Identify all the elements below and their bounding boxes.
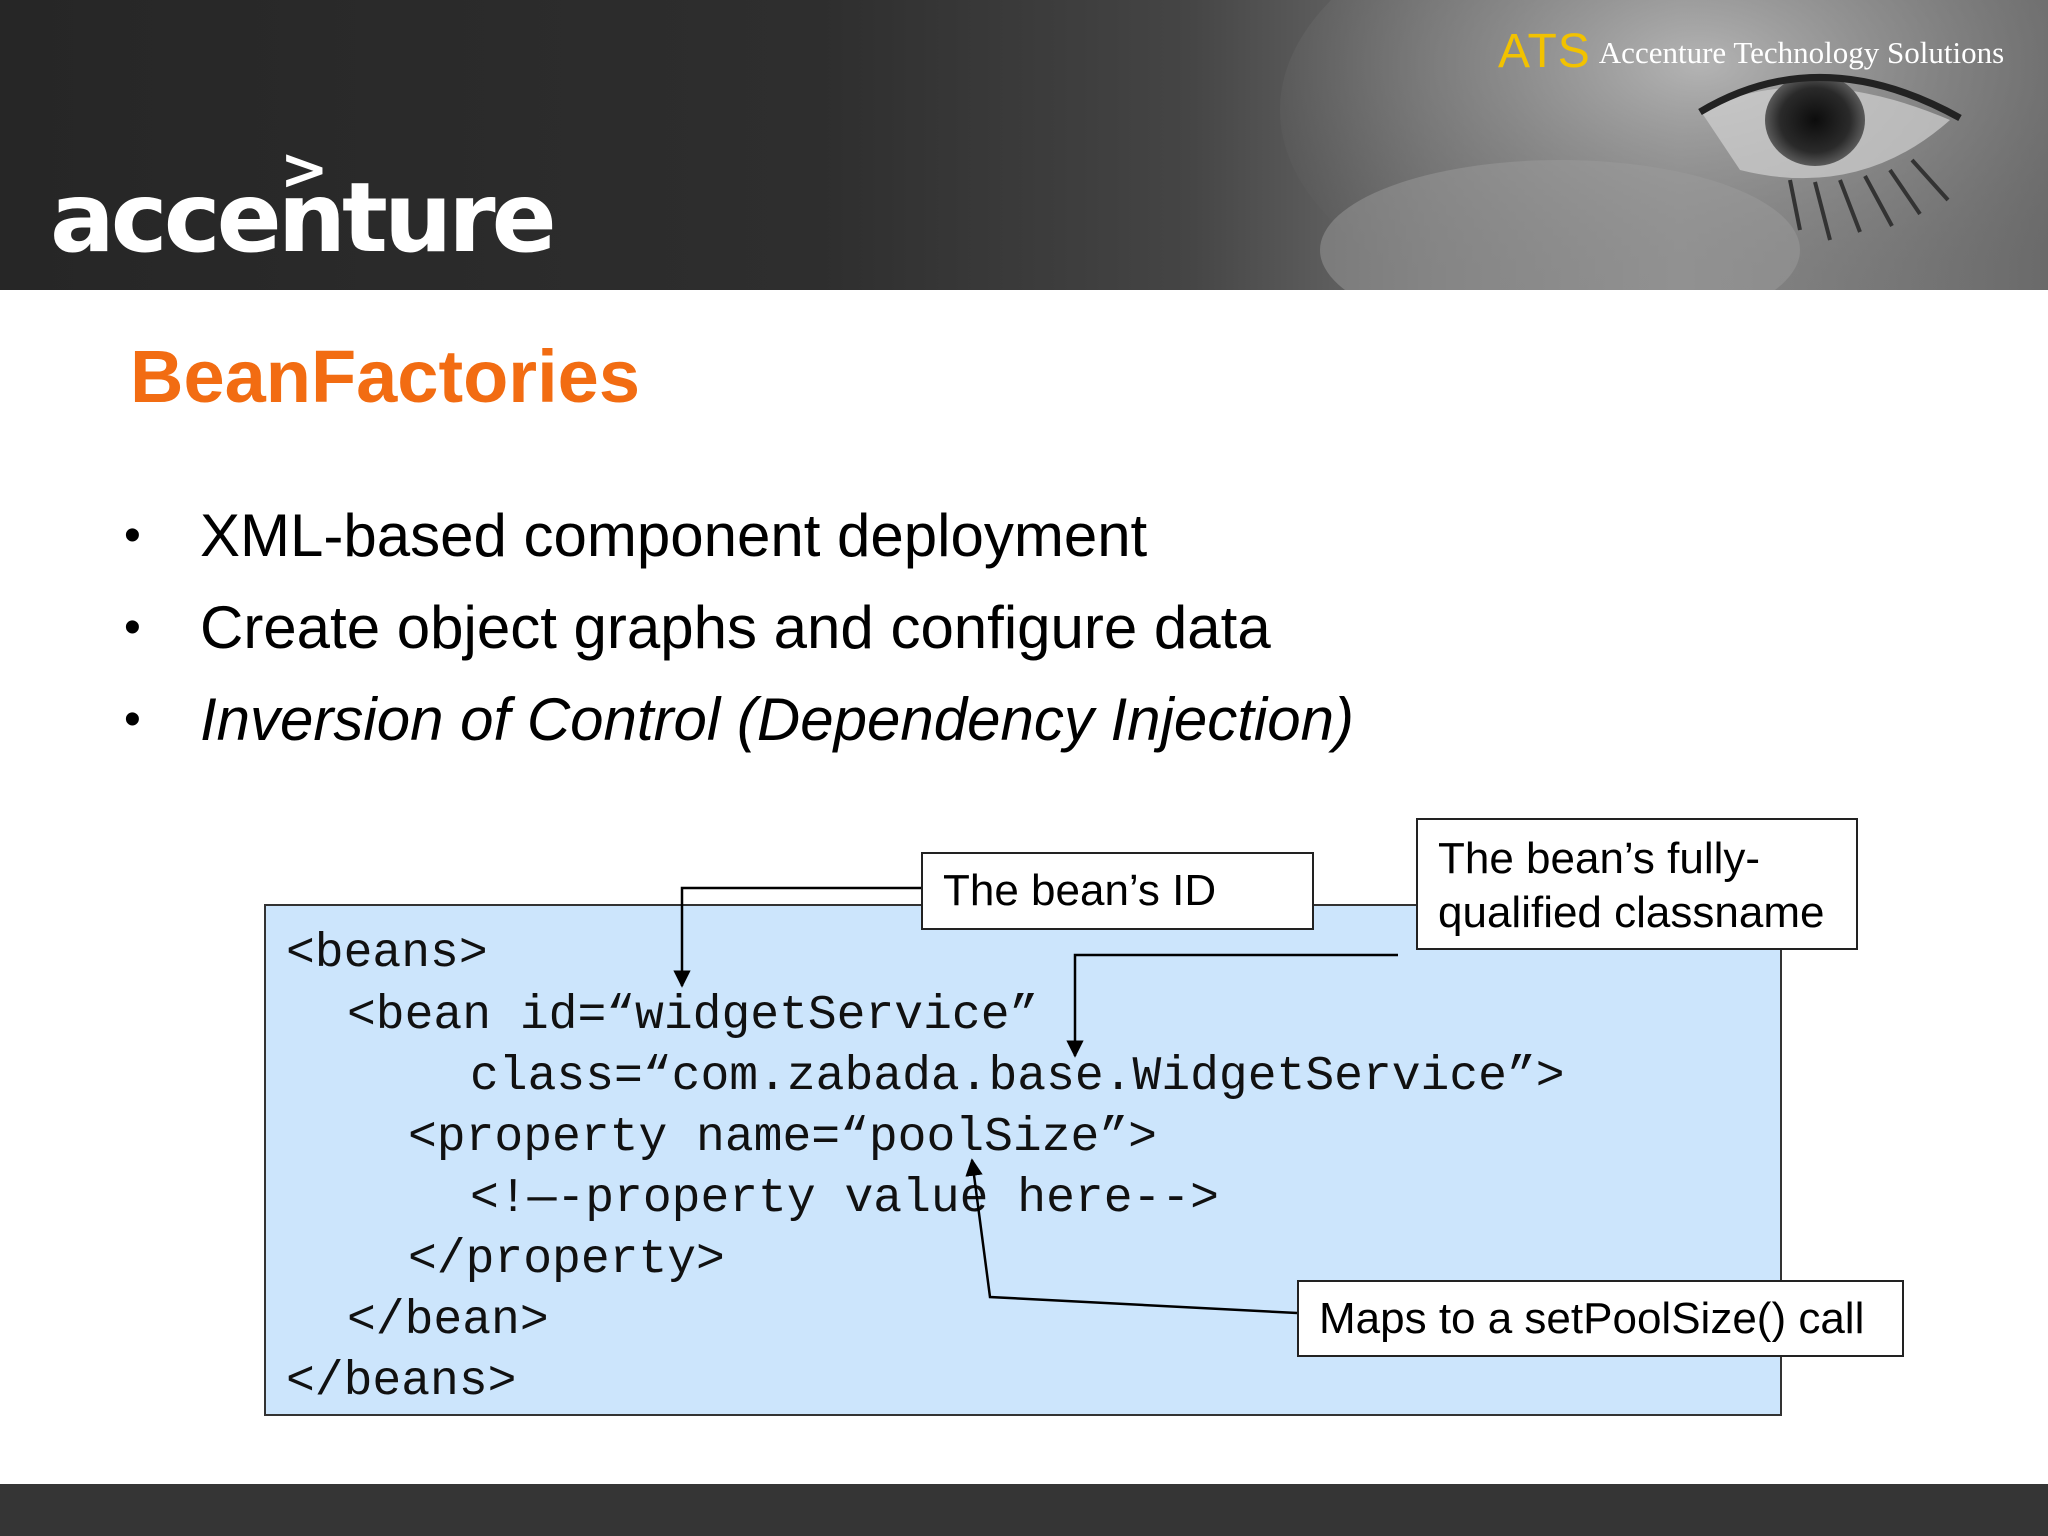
accenture-logo: accenture: [50, 162, 557, 274]
bullet-item: • Inversion of Control (Dependency Injec…: [120, 674, 1354, 766]
bullet-text: Create object graphs and configure data: [200, 594, 1271, 661]
code-line: <beans>: [286, 927, 488, 981]
bullet-text: XML-based component deployment: [200, 502, 1148, 569]
bullet-dot: •: [124, 509, 141, 562]
logo-chevron-mark: >: [280, 135, 329, 203]
bullet-item: • XML-based component deployment: [120, 490, 1354, 582]
code-line: </bean>: [347, 1294, 549, 1348]
code-line: <property name=“poolSize”>: [408, 1111, 1157, 1165]
callout-bean-id: The bean’s ID: [921, 852, 1314, 930]
ats-mark: ATS: [1498, 25, 1591, 78]
bullet-dot: •: [124, 693, 141, 746]
footer-bar: [0, 1484, 2048, 1536]
callout-text: qualified classname: [1438, 888, 1825, 937]
slide-title: BeanFactories: [130, 335, 640, 418]
callout-text: The bean’s ID: [943, 866, 1217, 915]
callout-text: The bean’s fully-: [1438, 834, 1761, 883]
eye-photo: [1280, 0, 2048, 290]
code-line: </property>: [408, 1233, 725, 1287]
code-line: <!—-property value here-->: [470, 1172, 1219, 1226]
bullet-list: • XML-based component deployment • Creat…: [120, 490, 1354, 766]
code-line: <bean id=“widgetService”: [347, 989, 1039, 1043]
ats-text: Accenture Technology Solutions: [1598, 34, 2005, 70]
bullet-text: Inversion of Control (Dependency Injecti…: [200, 686, 1354, 753]
code-line: </beans>: [286, 1355, 517, 1409]
code-line: class=“com.zabada.base.WidgetService”>: [470, 1050, 1565, 1104]
bullet-dot: •: [124, 601, 141, 654]
callout-text: Maps to a setPoolSize() call: [1319, 1294, 1865, 1343]
bullet-item: • Create object graphs and configure dat…: [120, 582, 1354, 674]
callout-classname: The bean’s fully- qualified classname: [1416, 818, 1858, 950]
callout-pool-size: Maps to a setPoolSize() call: [1297, 1280, 1904, 1357]
